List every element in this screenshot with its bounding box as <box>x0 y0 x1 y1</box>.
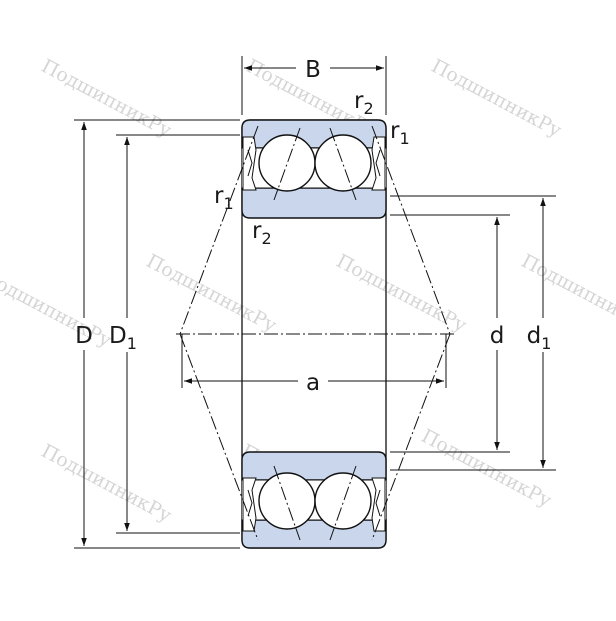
ball <box>258 134 316 192</box>
inner-ring-bottom <box>241 451 387 481</box>
seal-left <box>242 477 257 532</box>
watermark: ПодшипникРу <box>0 265 115 352</box>
seal-right <box>371 477 386 532</box>
top-race <box>241 119 387 219</box>
label-B: B <box>305 57 321 83</box>
watermark: ПодшипникРу <box>333 250 470 337</box>
ball <box>314 472 372 530</box>
dimension-D1: D1 <box>109 134 240 534</box>
bearing-section <box>176 119 456 549</box>
watermark: ПодшипникРу <box>38 55 175 142</box>
dimension-a: a <box>181 334 447 396</box>
inner-ring-top <box>241 187 387 219</box>
outer-ring-top <box>241 119 387 149</box>
label-d1: d1 <box>527 323 552 353</box>
ball <box>258 472 316 530</box>
label-a: a <box>306 370 320 396</box>
contact-lines <box>176 125 456 541</box>
dimension-D: D <box>74 119 240 549</box>
seal-right <box>371 136 386 191</box>
dimension-B: B <box>241 56 387 115</box>
watermark: ПодшипникРу <box>418 425 555 512</box>
radius-labels: r2 r1 r1 r2 <box>214 88 410 248</box>
label-r2-top: r2 <box>354 88 374 118</box>
watermark: ПодшипникРу <box>143 250 280 337</box>
dimension-d: d <box>390 214 510 453</box>
watermark: ПодшипникРу <box>38 440 175 527</box>
dimension-d1: d1 <box>390 195 556 471</box>
bottom-race <box>241 451 387 549</box>
label-r1-left: r1 <box>214 183 234 213</box>
label-D1: D1 <box>109 323 137 353</box>
ball <box>314 134 372 192</box>
label-D: D <box>75 323 93 349</box>
label-d: d <box>490 323 505 349</box>
outer-ring-bottom <box>241 519 387 549</box>
watermark: ПодшипникРу <box>428 55 565 142</box>
label-r1-right: r1 <box>390 118 410 148</box>
label-r2-bottom: r2 <box>252 218 272 248</box>
